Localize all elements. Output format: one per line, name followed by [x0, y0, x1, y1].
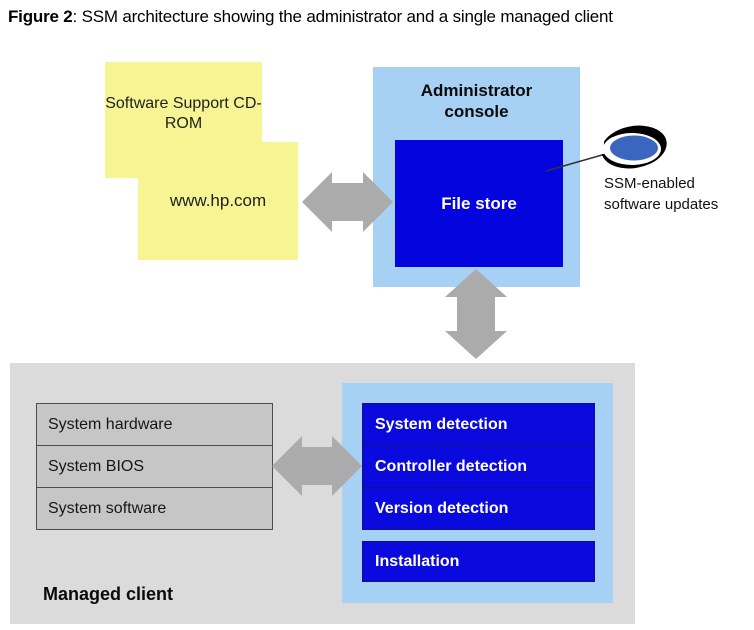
administrator-console-title: Administrator console: [420, 81, 533, 121]
detection-row-system: System detection: [362, 403, 595, 446]
installation-row-wrap: Installation: [362, 541, 595, 582]
component-row-software: System software: [36, 487, 273, 530]
client-component-stack: System hardware System BIOS System softw…: [36, 403, 273, 530]
file-store-box: File store: [395, 140, 563, 267]
detection-row-controller: Controller detection: [362, 445, 595, 488]
component-row-hardware: System hardware: [36, 403, 273, 446]
figure-caption: Figure 2: SSM architecture showing the a…: [8, 7, 613, 27]
managed-client-label: Managed client: [43, 584, 174, 604]
detection-row-version: Version detection: [362, 487, 595, 530]
arrow-components-to-agent: [272, 436, 362, 496]
hp-website-box: [138, 142, 298, 260]
cdrom-label: Software Support CD-ROM: [105, 95, 262, 132]
detection-stack: System detection Controller detection Ve…: [362, 403, 595, 530]
figure-caption-text: : SSM architecture showing the administr…: [72, 7, 613, 26]
component-row-bios: System BIOS: [36, 445, 273, 488]
ssm-updates-label: SSM-enabled software updates: [604, 175, 719, 213]
installation-row: Installation: [362, 541, 595, 582]
arrow-console-to-client: [445, 269, 507, 359]
connector-line: [545, 152, 610, 172]
arrow-web-to-console: [302, 172, 393, 232]
file-store-label: File store: [441, 193, 517, 213]
ssm-disc-icon: [598, 125, 667, 169]
figure-number: Figure 2: [8, 7, 73, 26]
hp-website-label: www.hp.com: [169, 191, 267, 210]
